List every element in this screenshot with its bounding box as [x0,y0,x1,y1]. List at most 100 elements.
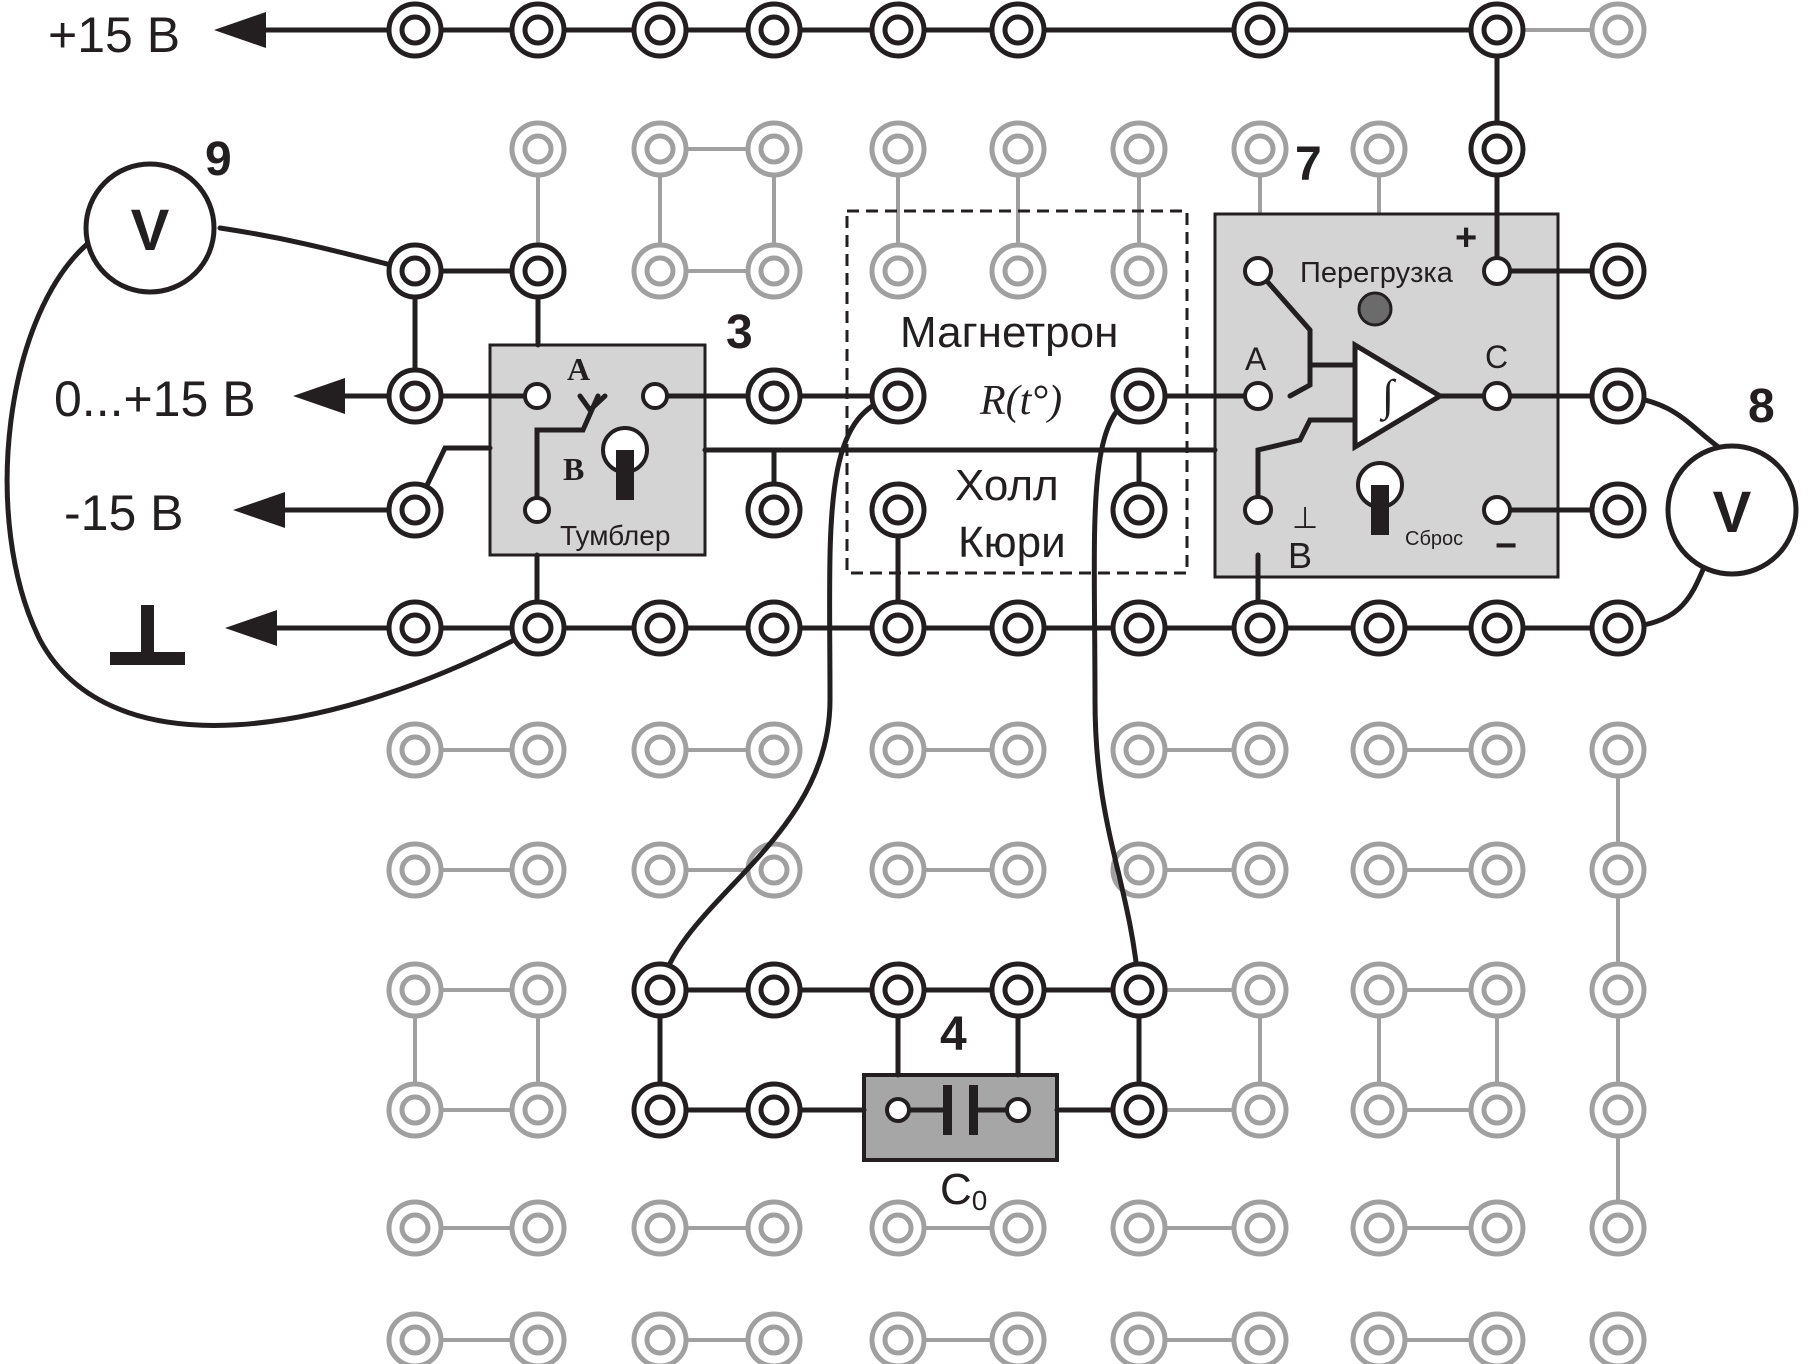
connected-socket [1468,120,1526,178]
label-number-4: 4 [940,1008,967,1061]
curie-label: Кюри [958,518,1066,567]
connected-socket [1589,599,1647,657]
integ-minus-contact [1482,495,1512,525]
unused-socket [1589,841,1647,899]
ground-symbol-stem [141,605,154,655]
unused-socket [386,1311,444,1364]
unused-socket [386,961,444,1019]
connected-socket [386,242,444,300]
unused-socket [1350,1199,1408,1257]
unused-socket [1350,1081,1408,1139]
integrator-input-b-label: B [1288,535,1312,576]
unused-socket [509,1081,567,1139]
connected-socket [1231,1,1289,59]
magnetron-label: Магнетрон [900,308,1118,357]
connected-socket [989,1,1047,59]
connected-socket [386,1,444,59]
unused-socket [509,120,567,178]
unused-socket [869,242,927,300]
unused-socket [1589,1,1647,59]
hall-label: Холл [955,461,1059,510]
unused-socket [745,1199,803,1257]
unused-socket [745,120,803,178]
label-number-3: 3 [726,306,753,359]
toggle-contact-a2 [641,382,669,410]
unused-socket [1231,1081,1289,1139]
connected-socket [386,599,444,657]
voltmeter-9-letter: V [131,198,170,263]
cap-terminal-left [885,1097,911,1123]
connected-socket [745,481,803,539]
unused-socket [1231,1311,1289,1364]
cap-terminal-right [1005,1097,1031,1123]
ground-symbol-bar [110,652,185,665]
voltmeter-8-letter: V [1713,480,1752,545]
unused-socket [869,721,927,779]
connected-socket [1231,599,1289,657]
connected-socket [745,367,803,425]
connected-socket [989,599,1047,657]
unused-socket [509,1199,567,1257]
unused-socket [989,120,1047,178]
integ-plus-contact [1482,256,1512,286]
unused-socket [869,1311,927,1364]
toggle-lever-icon [601,426,649,500]
connected-socket [869,599,927,657]
connected-socket [1589,481,1647,539]
unused-socket [631,841,689,899]
integrator-ground-label: ⊥ [1292,502,1318,535]
toggle-module-3 [488,343,707,557]
supply-arrows [214,12,388,646]
unused-socket [1589,721,1647,779]
connected-socket [1468,1,1526,59]
integrator-minus-label: − [1495,525,1517,567]
connected-socket [509,599,567,657]
connected-socket [1110,367,1168,425]
connected-socket [1350,599,1408,657]
unused-socket [631,1311,689,1364]
integ-input-b [1243,495,1273,525]
unused-socket [386,1199,444,1257]
connected-socket [1110,481,1168,539]
unused-socket [989,242,1047,300]
connected-socket [1468,599,1526,657]
unused-socket [631,1199,689,1257]
unused-socket [509,841,567,899]
toggle-contact-b [523,496,551,524]
connected-socket [1110,961,1168,1019]
connected-socket [745,1,803,59]
connected-socket [745,1081,803,1139]
unused-socket [989,1199,1047,1257]
integrator-input-a-label: A [1245,341,1267,377]
unused-socket [869,1199,927,1257]
unused-socket [509,721,567,779]
connected-socket [631,1081,689,1139]
integral-sign-icon: ∫ [1379,371,1397,422]
unused-socket [869,120,927,178]
voltmeter-9-body [83,161,217,295]
unused-socket [989,1311,1047,1364]
unused-socket [386,1081,444,1139]
resistance-temp-label: R(t°) [979,378,1062,424]
unused-socket [386,721,444,779]
unused-socket [1110,721,1168,779]
unused-socket [1350,721,1408,779]
unused-socket [1350,841,1408,899]
unused-socket [1231,721,1289,779]
unused-socket [631,721,689,779]
connected-socket [989,961,1047,1019]
unused-socket [1350,120,1408,178]
unused-socket [1231,120,1289,178]
connected-socket [631,961,689,1019]
integrator-amplifier-icon [1352,340,1445,452]
label-number-8: 8 [1748,380,1775,433]
supply-plus-label: +15 В [48,7,180,63]
unused-socket [631,120,689,178]
connected-socket [869,961,927,1019]
supply-adjustable-label: 0...+15 В [54,371,256,427]
unused-socket [869,841,927,899]
unused-socket [745,1311,803,1364]
unused-socket [989,841,1047,899]
unused-socket [1110,841,1168,899]
